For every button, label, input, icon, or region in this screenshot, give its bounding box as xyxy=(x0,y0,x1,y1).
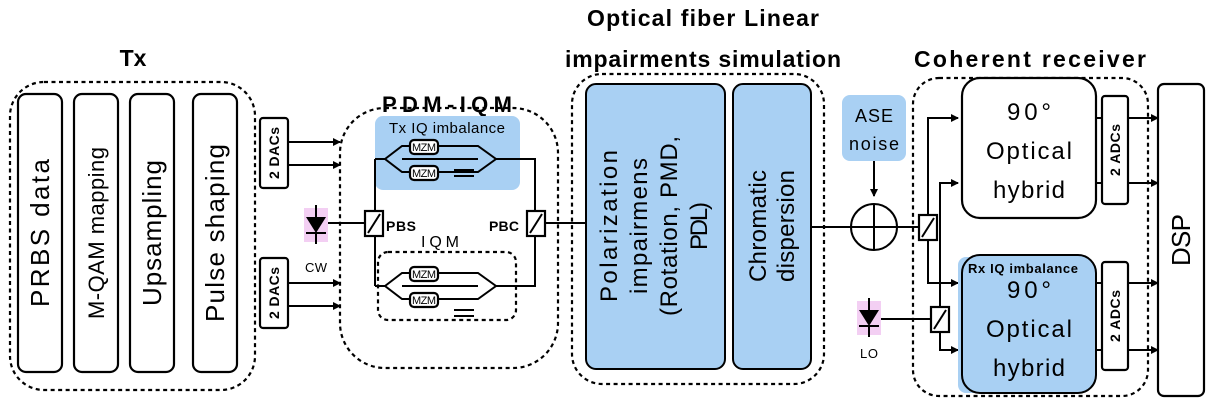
polarization-line1: Polarization xyxy=(596,150,623,302)
dac-upper-label: 2 DACs xyxy=(266,127,282,179)
dac-lower-label: 2 DACs xyxy=(266,267,282,319)
dac-lower: 2 DACs xyxy=(258,256,290,330)
lo-label: LO xyxy=(860,346,878,361)
mzm-lower-1 xyxy=(408,265,440,283)
dsp-label: DSP xyxy=(1166,214,1196,266)
dac-upper: 2 DACs xyxy=(258,116,290,190)
pbs-to-modulators-line xyxy=(374,158,385,287)
receiver-heading: Coherent receiver xyxy=(914,46,1146,72)
tx-block-prbs-label: PRBS data xyxy=(25,158,55,307)
signal-splitter-branch-upper xyxy=(927,114,959,215)
lower-iq-modulator: MZM MZM xyxy=(383,265,498,317)
pbc-label: PBC xyxy=(489,218,519,234)
pdm-iqm-group-border xyxy=(338,106,560,370)
adder-icon xyxy=(850,203,898,251)
ase-line1: ASE xyxy=(855,106,893,126)
signal-splitter-branch-lower xyxy=(927,240,959,287)
chromatic-dispersion-text: Chromatic dispersion xyxy=(745,170,800,282)
adc-upper-label: 2 ADCs xyxy=(1107,124,1123,176)
pdm-iqm-heading: PDM-IQM xyxy=(382,92,512,117)
mzm-lower-2 xyxy=(408,291,440,309)
hybrid-upper-line3: hybrid xyxy=(993,177,1065,204)
optical-hybrid-lower xyxy=(961,254,1097,394)
optical-hybrid-upper xyxy=(960,76,1098,220)
tx-block-mqam: M-QAM mapping xyxy=(72,92,120,374)
tx-block-upsampling: Upsampling xyxy=(128,92,176,374)
polarization-line3: (Rotation, PMD, xyxy=(656,136,683,316)
fiber-group-border xyxy=(570,72,826,386)
tx-block-prbs: PRBS data xyxy=(16,92,64,374)
lo-laser-icon xyxy=(859,298,879,337)
hybrid-lower-line3: hybrid xyxy=(993,355,1065,382)
ase-noise-block xyxy=(842,95,906,161)
lo-splitter-branch-lower xyxy=(939,332,959,354)
adc-upper: 2 ADCs xyxy=(1100,94,1130,206)
iqm-label: IQM xyxy=(421,234,459,251)
cw-label: CW xyxy=(305,260,328,275)
mzm-upper-1 xyxy=(408,138,440,156)
tx-heading: Tx xyxy=(120,45,147,71)
mzm-upper-2-label: MZM xyxy=(412,168,436,180)
cw-laser-icon xyxy=(306,205,326,244)
lo-splitter-branch-upper xyxy=(939,179,959,307)
rx-iq-imbalance-label-top: Rx IQ imbalance xyxy=(968,261,1078,276)
hybrid-upper-line1: 90° xyxy=(1007,99,1051,126)
upper-iq-modulator: MZM MZM xyxy=(383,138,498,182)
chromatic-line1: Chromatic xyxy=(745,170,772,282)
tx-block-upsampling-label: Upsampling xyxy=(137,160,167,306)
fiber-heading-line1: Optical fiber Linear xyxy=(587,5,819,31)
dsp-block xyxy=(1156,82,1206,398)
polarization-line2: impairmens xyxy=(626,158,653,294)
tx-iq-imbalance-label: Tx IQ imbalance xyxy=(389,120,505,137)
adc-lower: 2 ADCs xyxy=(1100,260,1130,372)
chromatic-line2: dispersion xyxy=(773,170,800,282)
mzm-lower-1-label: MZM xyxy=(412,269,436,281)
mzm-lower-2-label: MZM xyxy=(412,295,436,307)
pbs-label: PBS xyxy=(386,218,416,234)
polarization-line4: PDL) xyxy=(686,202,713,250)
hybrid-lower-line1: 90° xyxy=(1007,277,1051,304)
tx-block-mqam-label: M-QAM mapping xyxy=(84,147,109,319)
polarization-impairments-block xyxy=(585,83,726,370)
ase-line2: noise xyxy=(849,134,899,154)
mzm-upper-2 xyxy=(408,164,440,182)
tx-group-border xyxy=(8,80,257,392)
tx-block-pulse: Pulse shaping xyxy=(191,92,239,374)
tx-block-pulse-label: Pulse shaping xyxy=(200,144,230,322)
modulators-to-pbc-line xyxy=(496,158,536,287)
polarization-impairments-text: Polarization impairmens (Rotation, PMD, … xyxy=(596,136,713,316)
mzm-upper-1-label: MZM xyxy=(412,142,436,154)
fiber-heading-line2: impairments simulation xyxy=(565,46,841,72)
adc-lower-label: 2 ADCs xyxy=(1107,290,1123,342)
